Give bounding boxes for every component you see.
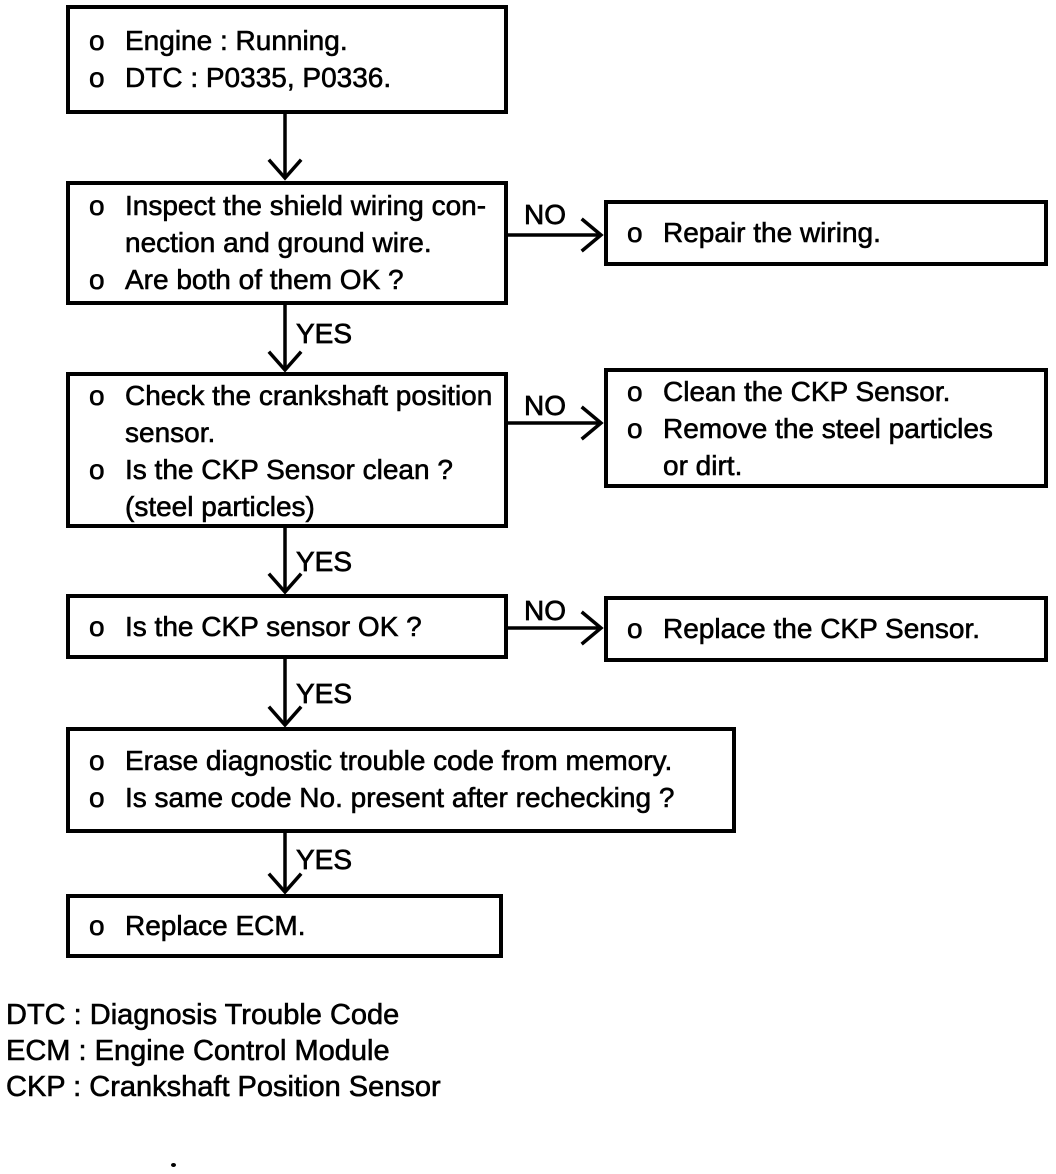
node-line: o Check the crankshaft position bbox=[70, 377, 504, 414]
node-line: o Inspect the shield wiring con- bbox=[70, 187, 504, 224]
node-line-text: Repair the wiring. bbox=[663, 217, 881, 249]
bullet-marker: o bbox=[627, 613, 643, 645]
abbreviation-legend: DTC : Diagnosis Trouble Code ECM : Engin… bbox=[6, 997, 441, 1105]
bullet-marker: o bbox=[89, 62, 105, 94]
node-line: o Are both of them OK ? bbox=[70, 261, 504, 298]
node-line: o DTC : P0335, P0336. bbox=[70, 59, 504, 96]
arrow-check-to-ckpok-yes bbox=[267, 526, 303, 595]
node-line: o Is the CKP Sensor clean ? bbox=[70, 451, 504, 488]
node-line: o Replace the CKP Sensor. bbox=[608, 610, 1044, 647]
node-line: (steel particles) bbox=[70, 488, 504, 525]
node-line-text: Is the CKP sensor OK ? bbox=[125, 611, 422, 643]
node-line-text: sensor. bbox=[125, 417, 216, 449]
bullet-marker: o bbox=[89, 380, 105, 412]
flow-node-repair-wiring: o Repair the wiring. bbox=[604, 200, 1048, 266]
arrow-inspect-to-check-yes bbox=[267, 303, 303, 373]
edge-label-no-2: NO bbox=[524, 390, 567, 422]
node-line-text: Check the crankshaft position bbox=[125, 380, 493, 412]
edge-label-no-1: NO bbox=[524, 199, 567, 231]
node-line: o Clean the CKP Sensor. bbox=[608, 373, 1044, 410]
edge-label-yes-1: YES bbox=[296, 318, 353, 350]
node-line-text: or dirt. bbox=[663, 450, 743, 482]
node-line-text: Are both of them OK ? bbox=[125, 264, 404, 296]
flow-node-erase-dtc: o Erase diagnostic trouble code from mem… bbox=[66, 727, 736, 833]
bullet-marker: o bbox=[627, 217, 643, 249]
arrowhead-right-icon bbox=[580, 217, 604, 253]
arrow-ckpok-to-erase-yes bbox=[267, 657, 303, 728]
arrowhead-down-icon bbox=[267, 572, 303, 595]
edge-label-yes-4: YES bbox=[296, 844, 353, 876]
arrowhead-down-icon bbox=[267, 872, 303, 895]
node-line-text: Clean the CKP Sensor. bbox=[663, 376, 951, 408]
arrow-check-to-clean-no bbox=[506, 405, 604, 441]
flow-node-replace-ecm: o Replace ECM. bbox=[66, 894, 503, 958]
bullet-marker: o bbox=[89, 454, 105, 486]
node-line-text: Replace the CKP Sensor. bbox=[663, 613, 981, 645]
node-line: o Erase diagnostic trouble code from mem… bbox=[70, 742, 732, 779]
arrowhead-right-icon bbox=[580, 405, 604, 441]
node-line: o Repair the wiring. bbox=[608, 214, 1044, 251]
node-line-text: DTC : P0335, P0336. bbox=[125, 62, 392, 94]
arrowhead-down-icon bbox=[267, 705, 303, 728]
arrow-ckpok-to-replace-no bbox=[506, 610, 604, 646]
flow-node-inspect-wiring: o Inspect the shield wiring con- nection… bbox=[66, 181, 508, 305]
node-line-text: Erase diagnostic trouble code from memor… bbox=[125, 745, 673, 777]
flow-node-clean-ckp: o Clean the CKP Sensor. o Remove the ste… bbox=[604, 368, 1048, 488]
node-line-text: Is same code No. present after recheckin… bbox=[125, 782, 675, 814]
node-line: nection and ground wire. bbox=[70, 224, 504, 261]
node-line: o Remove the steel particles bbox=[608, 410, 1044, 447]
bullet-marker: o bbox=[89, 745, 105, 777]
arrow-start-to-inspect bbox=[267, 111, 303, 181]
legend-line-ckp: CKP : Crankshaft Position Sensor bbox=[6, 1071, 441, 1104]
bullet-marker: o bbox=[89, 782, 105, 814]
flow-node-check-ckp: o Check the crankshaft position sensor. … bbox=[66, 372, 508, 528]
node-line-text: (steel particles) bbox=[125, 491, 315, 523]
node-line: o Is same code No. present after recheck… bbox=[70, 779, 732, 816]
node-line: or dirt. bbox=[608, 447, 1044, 484]
bullet-marker: o bbox=[89, 264, 105, 296]
bullet-marker: o bbox=[89, 25, 105, 57]
arrowhead-down-icon bbox=[267, 350, 303, 373]
flow-node-start: o Engine : Running. o DTC : P0335, P0336… bbox=[66, 5, 508, 114]
flow-node-ckp-ok: o Is the CKP sensor OK ? bbox=[66, 594, 508, 659]
bullet-marker: o bbox=[627, 413, 643, 445]
bullet-marker: o bbox=[89, 190, 105, 222]
node-line: sensor. bbox=[70, 414, 504, 451]
node-line-text: Is the CKP Sensor clean ? bbox=[125, 454, 454, 486]
bullet-marker: o bbox=[89, 611, 105, 643]
edge-label-yes-2: YES bbox=[296, 546, 353, 578]
arrowhead-right-icon bbox=[580, 610, 604, 646]
node-line: o Replace ECM. bbox=[70, 907, 499, 944]
arrow-inspect-to-repair-no bbox=[506, 217, 604, 253]
bullet-marker: o bbox=[627, 376, 643, 408]
edge-label-yes-3: YES bbox=[296, 678, 353, 710]
edge-label-no-3: NO bbox=[524, 595, 567, 627]
node-line-text: Inspect the shield wiring con- bbox=[125, 190, 487, 222]
scan-speck bbox=[171, 1163, 176, 1167]
bullet-marker: o bbox=[89, 910, 105, 942]
node-line: o Is the CKP sensor OK ? bbox=[70, 608, 504, 645]
legend-line-ecm: ECM : Engine Control Module bbox=[6, 1035, 390, 1068]
node-line-text: Replace ECM. bbox=[125, 910, 306, 942]
node-line-text: nection and ground wire. bbox=[125, 227, 432, 259]
arrowhead-down-icon bbox=[267, 158, 303, 181]
node-line-text: Remove the steel particles bbox=[663, 413, 994, 445]
node-line-text: Engine : Running. bbox=[125, 25, 348, 57]
arrow-erase-to-ecm-yes bbox=[267, 831, 303, 895]
flow-node-replace-ckp: o Replace the CKP Sensor. bbox=[604, 596, 1048, 662]
node-line: o Engine : Running. bbox=[70, 22, 504, 59]
legend-line-dtc: DTC : Diagnosis Trouble Code bbox=[6, 999, 400, 1032]
